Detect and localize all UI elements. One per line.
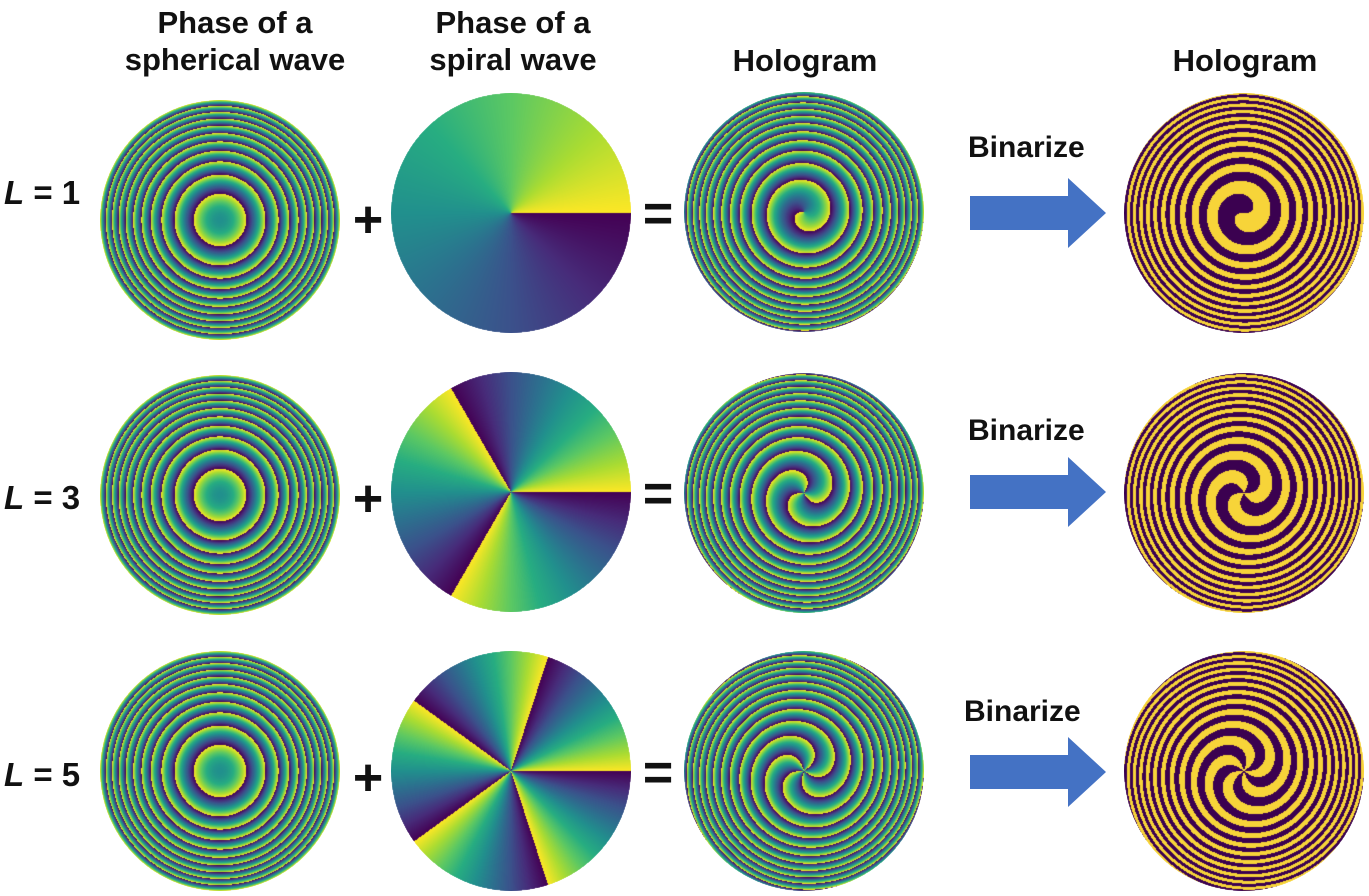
row-label-variable: L (4, 756, 25, 793)
spherical-phase-disc (100, 375, 340, 615)
hologram-disc (684, 373, 924, 613)
spherical-phase-disc (100, 651, 340, 891)
row-label-l3: L = 3 (4, 478, 80, 518)
equals-sign: = (642, 744, 674, 802)
row-label-value: = 3 (24, 479, 81, 516)
plus-sign: + (352, 749, 384, 807)
binarize-arrow-icon (970, 178, 1106, 248)
binarize-label: Binarize (964, 695, 1081, 728)
row-label-l1: L = 1 (4, 173, 80, 213)
binarize-label: Binarize (968, 414, 1085, 447)
equals-sign: = (642, 465, 674, 523)
binary-hologram-disc (1124, 93, 1364, 333)
spiral-phase-disc (391, 372, 631, 612)
header-spiral-phase: Phase of a spiral wave (429, 5, 597, 77)
row-label-l5: L = 5 (4, 755, 80, 795)
header-spherical-phase: Phase of a spherical wave (124, 5, 346, 77)
plus-sign: + (352, 191, 384, 249)
spiral-phase-disc (391, 93, 631, 333)
binary-hologram-disc (1124, 651, 1364, 891)
binary-hologram-disc (1124, 373, 1364, 613)
binarize-arrow-icon (970, 737, 1106, 807)
row-label-variable: L (4, 479, 25, 516)
binarize-label: Binarize (968, 131, 1085, 164)
hologram-disc (684, 651, 924, 891)
row-label-variable: L (4, 174, 25, 211)
row-label-value: = 5 (24, 756, 81, 793)
spherical-phase-disc (100, 100, 340, 340)
row-label-value: = 1 (24, 174, 81, 211)
hologram-disc (684, 92, 924, 332)
equals-sign: = (642, 185, 674, 243)
header-hologram: Hologram (732, 43, 878, 78)
spiral-phase-disc (391, 651, 631, 891)
binarize-arrow-icon (970, 457, 1106, 527)
plus-sign: + (352, 470, 384, 528)
header-binary-hologram: Hologram (1172, 43, 1318, 78)
